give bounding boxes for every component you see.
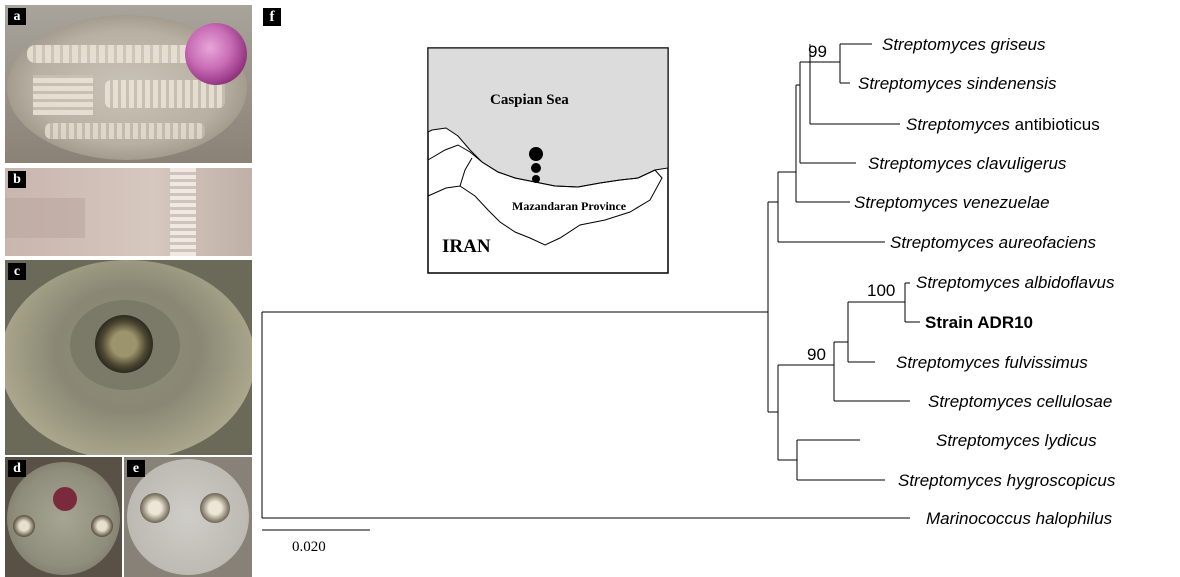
panel-c-inhibition-plate: c [5, 260, 252, 455]
panel-d-plate: d [5, 457, 122, 577]
sampling-site-marker [529, 147, 543, 161]
well [13, 515, 35, 537]
sampling-site-marker [532, 175, 540, 183]
taxon-label: Streptomyces sindenensis [858, 74, 1057, 93]
taxon-label: Streptomyces aureofaciens [890, 233, 1097, 252]
bootstrap-value: 90 [807, 345, 826, 364]
well [200, 493, 230, 523]
taxon-label: Streptomyces griseus [882, 35, 1046, 54]
phylogenetic-tree: 99 100 90 Streptomyces griseus Streptomy… [261, 35, 1116, 555]
colony-patch [5, 198, 85, 238]
colony [53, 487, 77, 511]
tree-branches [261, 43, 920, 519]
caspian-sea-label: Caspian Sea [490, 92, 569, 108]
taxon-label: Streptomyces fulvissimus [896, 353, 1088, 372]
panel-label-c: c [8, 263, 26, 280]
panel-label-f: f [263, 8, 281, 26]
taxon-label: Streptomyces antibioticus [906, 115, 1100, 134]
panel-b-colony-closeup: b [5, 168, 252, 256]
bootstrap-value: 100 [867, 281, 895, 300]
colony-streak [170, 168, 196, 256]
panel-label-a: a [8, 8, 26, 25]
taxon-label: Streptomyces hygroscopicus [898, 471, 1116, 490]
well [95, 315, 153, 373]
taxon-label: Marinococcus halophilus [926, 509, 1113, 528]
country-label: IRAN [442, 236, 491, 257]
taxon-label-strain: Strain ADR10 [925, 313, 1033, 332]
map-inset: Caspian Sea Mazandaran Province IRAN [427, 47, 669, 274]
panel-a-plate-photo: a [5, 5, 252, 163]
panel-label-e: e [127, 460, 145, 477]
taxon-label: Streptomyces clavuligerus [868, 154, 1067, 173]
panel-label-b: b [8, 171, 26, 188]
colony-streak [33, 75, 93, 115]
scale-label: 0.020 [292, 539, 326, 555]
taxon-label: Streptomyces cellulosae [928, 392, 1112, 411]
taxon-label: Streptomyces venezuelae [854, 193, 1050, 212]
taxon-label: Streptomyces lydicus [936, 431, 1097, 450]
micrograph-inset [185, 23, 247, 85]
province-label: Mazandaran Province [512, 199, 627, 213]
well [91, 515, 113, 537]
colony-streak [105, 80, 225, 108]
well [140, 493, 170, 523]
colony-streak [45, 123, 205, 139]
taxon-label: Streptomyces albidoflavus [916, 273, 1115, 292]
province-border [427, 144, 663, 246]
sampling-site-marker [531, 163, 541, 173]
panel-label-d: d [8, 460, 26, 477]
panel-e-plate: e [124, 457, 252, 577]
bootstrap-value: 99 [808, 42, 827, 61]
colony-streak [27, 45, 217, 63]
province-border [459, 157, 473, 187]
